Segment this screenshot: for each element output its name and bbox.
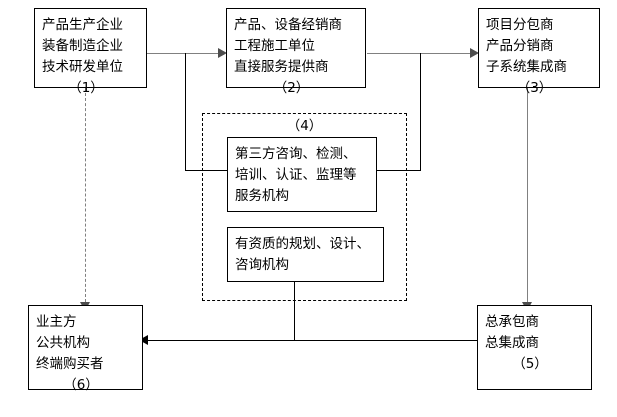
edge-general-contractor-to-owner-line [143,340,477,341]
node-producers-line-3: 技术研发单位 [42,59,123,75]
node-owner-line-3: 终端购买者 [36,356,104,372]
edge-qualified-planning-vertical [294,281,295,341]
node-qualified-planning-line-1: 有资质的规划、设计、 [235,236,370,252]
node-third-party-services-line-2: 培训、认证、监理等 [235,167,357,183]
node-producers[interactable]: 产品生产企业 装备制造企业 技术研发单位 （1） [34,8,147,96]
node-subcontractors-line-1: 项目分包商 [486,17,554,33]
node-general-contractor[interactable]: 总承包商 总集成商 （5） [477,305,592,390]
edge-left-branch-horizontal [185,170,228,171]
edge-right-branch-vertical [420,53,421,170]
node-qualified-planning[interactable]: 有资质的规划、设计、 咨询机构 [227,227,384,282]
node-producers-line-2: 装备制造企业 [42,38,123,54]
node-distributors-line-1: 产品、设备经销商 [234,17,342,33]
region-4-dashed-boundary [202,113,407,301]
node-subcontractors-line-2: 产品分销商 [486,38,554,54]
edge-distributors-to-subcontractors-arrowhead [470,47,479,58]
node-subcontractors-line-3: 子系统集成商 [486,59,567,75]
node-owner-line-2: 公共机构 [36,335,90,351]
node-qualified-planning-line-2: 咨询机构 [235,257,289,273]
node-general-contractor-line-2: 总集成商 [485,335,539,351]
edge-right-branch-horizontal [376,170,421,171]
node-subcontractors[interactable]: 项目分包商 产品分销商 子系统集成商 （3） [478,8,600,96]
node-general-contractor-line-1: 总承包商 [485,314,539,330]
node-owner[interactable]: 业主方 公共机构 终端购买者 （6） [28,305,143,393]
node-subcontractors-number: （3） [516,80,553,96]
node-subcontractors-text: 项目分包商 产品分销商 子系统集成商 （3） [486,15,597,99]
node-general-contractor-number: （5） [512,356,548,372]
node-producers-text: 产品生产企业 装备制造企业 技术研发单位 （1） [42,15,144,99]
node-third-party-services-line-3: 服务机构 [235,188,289,204]
node-producers-number: （1） [68,80,104,96]
node-distributors[interactable]: 产品、设备经销商 工程施工单位 直接服务提供商 （2） [226,8,366,96]
node-owner-text: 业主方 公共机构 终端购买者 （6） [36,312,140,396]
edge-producers-to-owner-line [85,88,86,307]
node-distributors-text: 产品、设备经销商 工程施工单位 直接服务提供商 （2） [234,15,363,99]
edge-producers-to-distributors-arrowhead [218,47,227,58]
region-4-label: （4） [286,118,323,134]
node-distributors-line-3: 直接服务提供商 [234,59,329,75]
node-third-party-services-line-1: 第三方咨询、检测、 [235,146,357,162]
node-distributors-line-2: 工程施工单位 [234,38,315,54]
node-producers-line-1: 产品生产企业 [42,17,123,33]
node-qualified-planning-text: 有资质的规划、设计、 咨询机构 [235,234,381,276]
edge-general-contractor-to-owner-arrowhead [139,334,148,345]
edge-subcontractors-to-general-contractor-line [527,88,528,304]
edge-producers-to-distributors-line [147,53,221,54]
node-owner-line-1: 业主方 [36,314,77,330]
node-general-contractor-text: 总承包商 总集成商 （5） [485,312,589,375]
node-third-party-services[interactable]: 第三方咨询、检测、 培训、认证、监理等 服务机构 [227,137,377,212]
node-third-party-services-text: 第三方咨询、检测、 培训、认证、监理等 服务机构 [235,144,374,207]
node-distributors-number: （2） [273,80,310,96]
edge-left-branch-vertical [185,53,186,170]
node-owner-number: （6） [63,377,99,393]
